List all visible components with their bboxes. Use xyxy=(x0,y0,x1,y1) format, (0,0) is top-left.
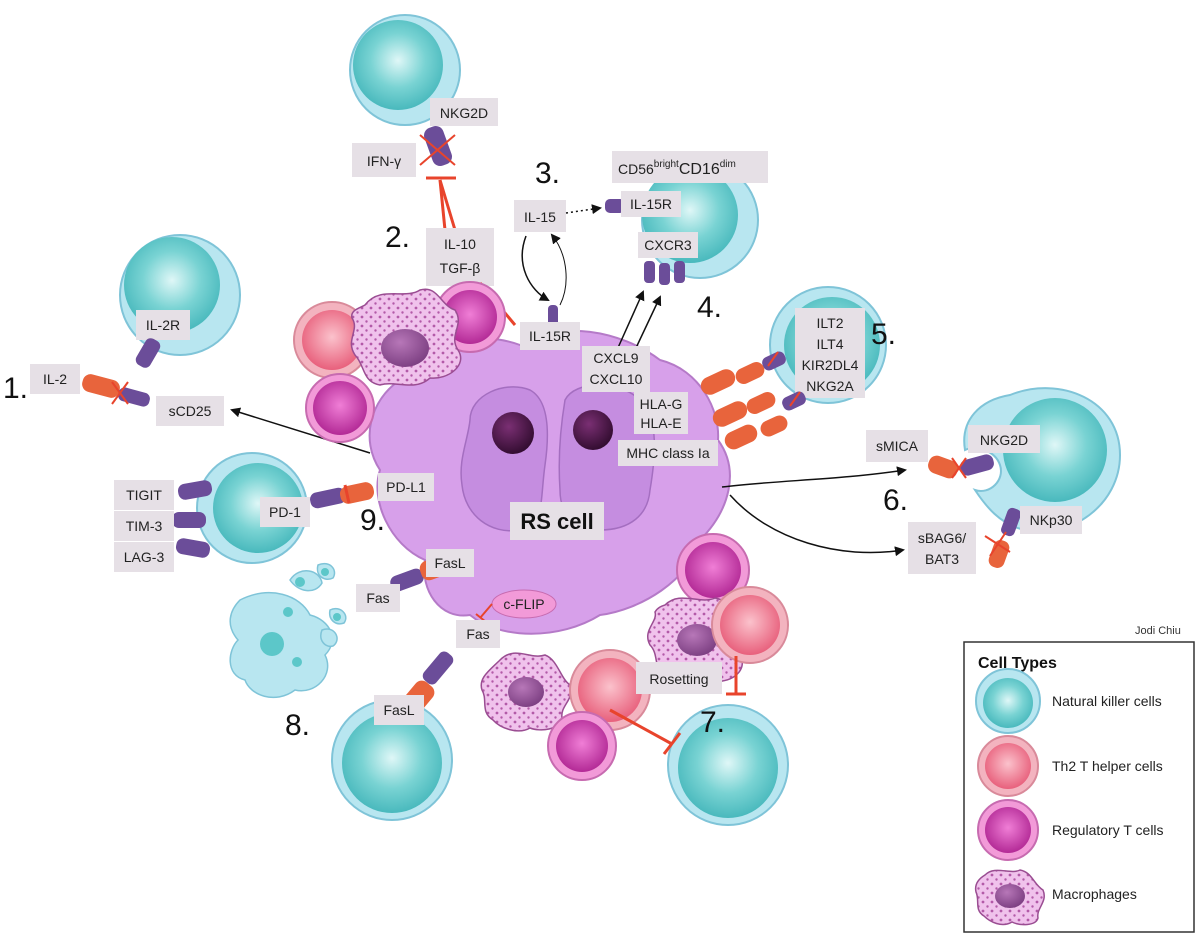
treg-cell-rosette-top xyxy=(676,533,750,607)
il15r-rs-label: IL-15R xyxy=(529,328,571,344)
legend: Cell Types Natural killer cells Th2 T he… xyxy=(963,641,1195,933)
cxcl10-label: CXCL10 xyxy=(590,371,643,387)
step-1-number: 1. xyxy=(3,372,28,405)
fas-left-label: Fas xyxy=(366,590,389,606)
c-flip-label: c-FLIP xyxy=(503,596,544,612)
legend-item-th2: Th2 T helper cells xyxy=(1052,758,1163,774)
nkg2d-top-label: NKG2D xyxy=(440,105,488,121)
nkg2d-right-label: NKG2D xyxy=(980,432,1028,448)
legend-title: Cell Types xyxy=(978,655,1057,672)
pdl1-label: PD-L1 xyxy=(386,479,426,495)
step-6-number: 6. xyxy=(883,484,908,517)
nk-cell-nkg2d-right xyxy=(963,387,1122,533)
treg-cell-topleft xyxy=(305,373,375,443)
pd1-label: PD-1 xyxy=(269,504,301,520)
nkg2a-label: NKG2A xyxy=(806,378,854,394)
th2-cell-rosette-right xyxy=(711,586,789,664)
il15r-top-label: IL-15R xyxy=(630,196,672,212)
hla-e-label: HLA-E xyxy=(640,415,681,431)
apoptotic-nk-fragments xyxy=(229,563,347,699)
nk-cell-rosetting-target xyxy=(667,704,789,826)
step-5-number: 5. xyxy=(871,318,896,351)
fasl-top-label: FasL xyxy=(434,555,465,571)
il10-label: IL-10 xyxy=(444,236,476,252)
legend-item-macrophage: Macrophages xyxy=(1052,886,1137,902)
legend-item-nk: Natural killer cells xyxy=(1052,693,1162,709)
scd25-label: sCD25 xyxy=(169,403,212,419)
nk-cell-icon xyxy=(975,668,1041,734)
cd56-bright-cd16-dim-label: CD56brightCD16dim xyxy=(618,159,736,178)
ilt2-label: ILT2 xyxy=(817,315,844,331)
ifn-gamma-label: IFN-γ xyxy=(367,153,401,169)
macrophage-icon xyxy=(974,869,1045,926)
kir2dl4-label: KIR2DL4 xyxy=(802,357,859,373)
nk-cell-fasl xyxy=(331,699,453,821)
step-3-number: 3. xyxy=(535,157,560,190)
ilt4-label: ILT4 xyxy=(817,336,844,352)
tgf-beta-label: TGF-β xyxy=(440,260,481,276)
hla-g-label: HLA-G xyxy=(640,396,683,412)
nk-cell-pd1 xyxy=(196,452,308,564)
fas-bottom-label: Fas xyxy=(466,626,489,642)
rosetting-label: Rosetting xyxy=(649,671,708,687)
il2-label: IL-2 xyxy=(43,371,67,387)
macrophage-topleft xyxy=(350,288,462,386)
cxcr3-label: CXCR3 xyxy=(644,237,692,253)
rs-nucleolus-left xyxy=(492,412,534,454)
treg-cell-icon xyxy=(977,799,1039,861)
th2-cell-rosette-left xyxy=(569,649,651,731)
nk-cell-top xyxy=(349,14,461,126)
rs-nucleolus-right xyxy=(573,410,613,450)
th2-cell-topleft xyxy=(293,301,371,379)
author-credit: Jodi Chiu xyxy=(1135,625,1181,637)
nkp30-label: NKp30 xyxy=(1030,512,1073,528)
step-8-number: 8. xyxy=(285,709,310,742)
macrophage-rosette-left xyxy=(480,652,572,732)
treg-cell-rosette-bottom xyxy=(547,711,617,781)
smica-label: sMICA xyxy=(876,438,919,454)
sbag6-label: sBAG6/ xyxy=(918,530,966,546)
hla-ligand-cluster xyxy=(700,351,806,450)
mhc-class-ia-label: MHC class Ia xyxy=(626,445,709,461)
legend-item-treg: Regulatory T cells xyxy=(1052,822,1164,838)
fasl-bottom-label: FasL xyxy=(383,702,414,718)
tigit-label: TIGIT xyxy=(126,487,162,503)
rs-cell-label: RS cell xyxy=(520,509,593,534)
cxcl9-label: CXCL9 xyxy=(593,350,638,366)
step-7-number: 7. xyxy=(700,706,725,739)
th2-cell-icon xyxy=(977,735,1039,797)
step-2-number: 2. xyxy=(385,221,410,254)
step-9-number: 9. xyxy=(360,504,385,537)
il15-label: IL-15 xyxy=(524,209,556,225)
tim3-label: TIM-3 xyxy=(126,518,163,534)
bat3-label: BAT3 xyxy=(925,551,959,567)
il2r-label: IL-2R xyxy=(146,317,180,333)
lag3-label: LAG-3 xyxy=(124,549,165,565)
step-4-number: 4. xyxy=(697,291,722,324)
